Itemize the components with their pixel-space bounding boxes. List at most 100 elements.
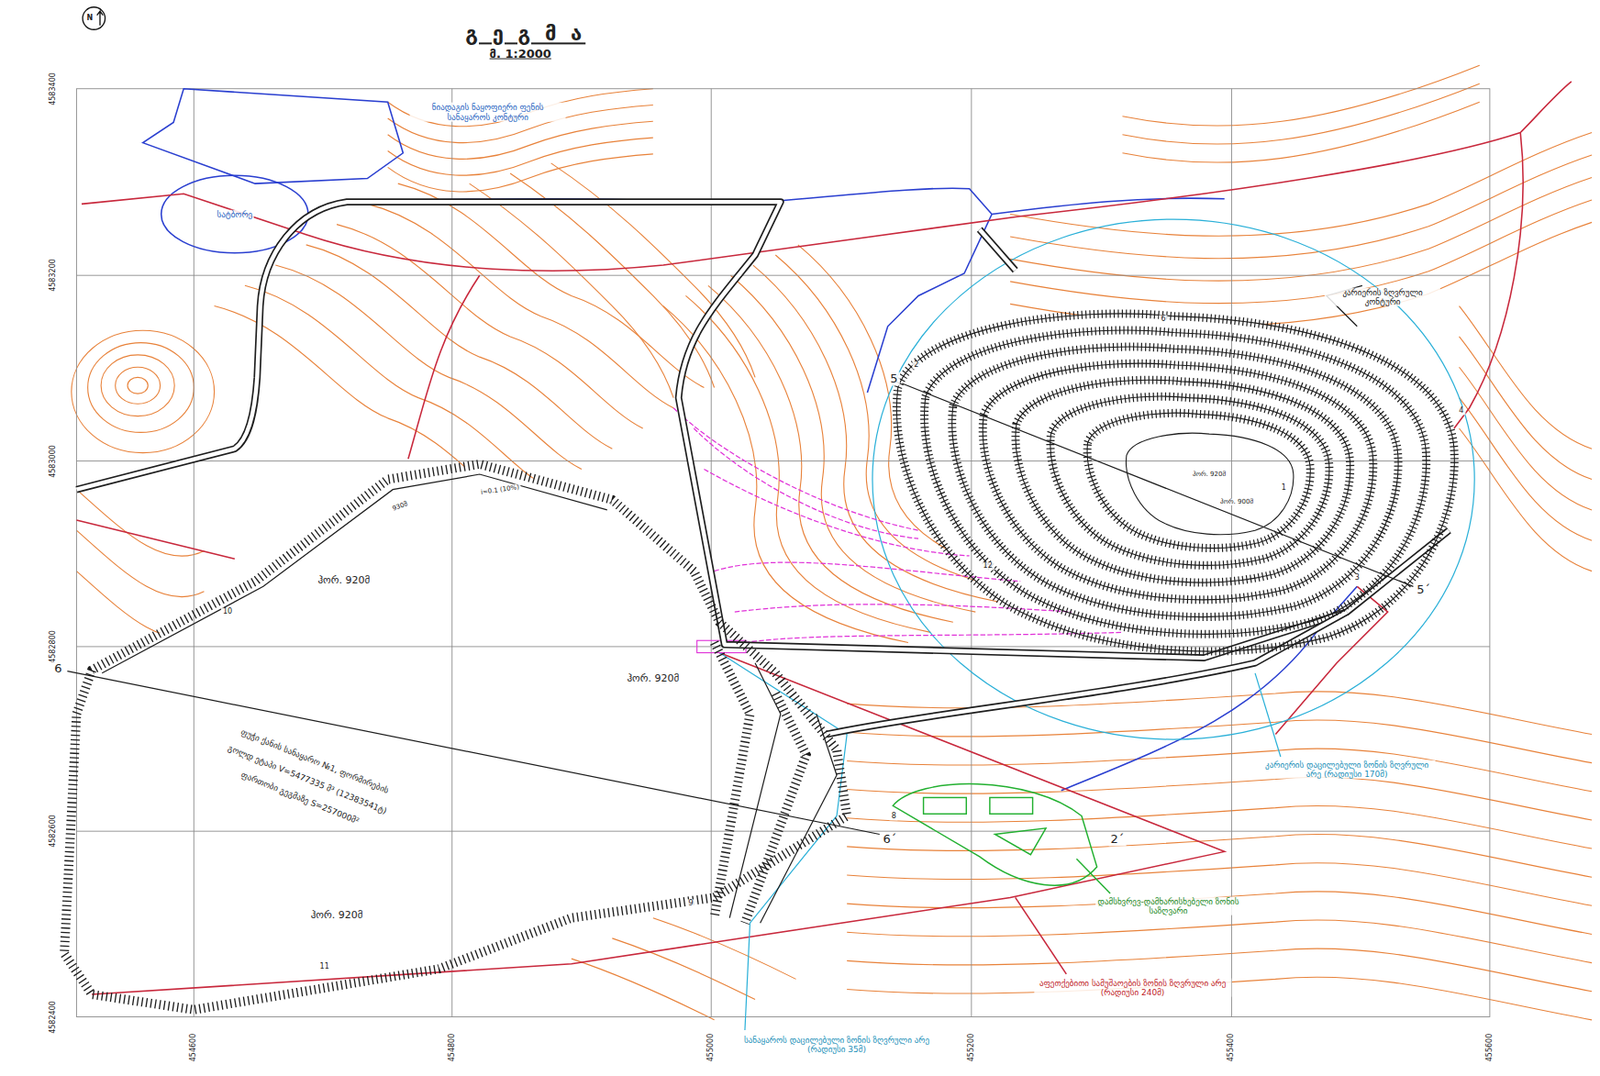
contour-line <box>1010 200 1592 304</box>
grid-coordinate: 455000 <box>707 1032 716 1065</box>
contour-line <box>846 834 1592 878</box>
grid-frame <box>76 88 1489 1018</box>
level-label: ჰორ. 920მ <box>624 672 681 685</box>
contour-line <box>846 748 1592 792</box>
road-line <box>1454 133 1523 429</box>
road-line <box>81 81 1572 271</box>
map-line <box>924 330 1427 634</box>
grid-coordinate: 455400 <box>1227 1032 1236 1065</box>
north-arrow <box>82 7 105 30</box>
contour-line <box>1459 306 1593 450</box>
grid-coordinate: 455600 <box>1485 1032 1494 1065</box>
callout-number: 11 <box>318 963 332 972</box>
callout-number: 2 <box>911 361 921 370</box>
soil-dump-contour <box>143 88 404 184</box>
pond-label: სატბორე <box>214 209 255 219</box>
contour-line <box>398 183 705 388</box>
contour-line <box>1010 133 1592 237</box>
dump-berm <box>101 474 608 674</box>
section-line <box>901 383 1413 587</box>
leader-line <box>1255 673 1281 757</box>
map-line <box>982 363 1374 600</box>
map-line <box>82 7 105 30</box>
dump-exclusion-zone <box>719 653 847 1031</box>
section-label: 2´ <box>1109 833 1127 847</box>
scale-label: მ. 1:2000 <box>488 46 554 61</box>
grade-label: i=0.1 (10%) <box>478 483 523 497</box>
map-line <box>896 313 1455 652</box>
grid-coordinate: 4582400 <box>48 999 57 1036</box>
callout-number: 10 <box>221 608 234 617</box>
grid-coordinate: 4582600 <box>48 813 57 851</box>
section-lines <box>66 285 1413 834</box>
map-line <box>979 229 1016 270</box>
contour-line <box>685 295 931 633</box>
callout-number: 1 <box>1279 483 1289 492</box>
stockpile <box>994 828 1046 856</box>
zone-note: სანაყაროს დაცილებული ზონის ზღვრული არე (… <box>737 1035 935 1056</box>
level-label: ჰორ. 920მ <box>315 575 372 588</box>
section-line <box>66 671 879 835</box>
road-line <box>1275 586 1388 734</box>
contour-line <box>1459 428 1593 572</box>
level-label: ჰორ. 920მ <box>309 909 366 922</box>
blast-zone-line <box>91 653 1225 995</box>
map-line <box>1050 396 1330 566</box>
boundary-lines <box>76 81 1571 1031</box>
contour-line <box>846 720 1592 764</box>
dump-slope <box>744 693 807 923</box>
contour-line <box>388 121 654 159</box>
dump-slopes <box>64 464 847 1011</box>
section-label: 6´ <box>880 833 899 847</box>
elevation-label: 930მ <box>389 499 412 513</box>
level-label: ჰორ. 920მ <box>1190 470 1228 478</box>
contour-line <box>846 920 1592 964</box>
grid-coordinate: 454800 <box>447 1032 456 1065</box>
contour-line <box>100 355 175 417</box>
contour-line <box>1122 83 1479 145</box>
zone-note: აფეთქებითი სამუშაოების ზონის ზღვრული არე… <box>1033 977 1232 998</box>
callout-number: 8 <box>889 811 899 821</box>
callout-number: 3 <box>1353 573 1362 582</box>
contour-line <box>388 137 654 176</box>
contour-line <box>127 377 148 394</box>
contour-line <box>115 366 161 404</box>
contour-line <box>388 88 654 127</box>
callout-number: 9 <box>686 900 695 909</box>
map-line <box>1087 412 1311 548</box>
contour-line <box>388 154 654 192</box>
level-label: ჰორ. 900მ <box>1218 498 1256 506</box>
zone-note: დამსხვრევ-დამხარისხებელი ზონის საზღვარი <box>1095 896 1243 916</box>
map-line <box>1087 412 1311 548</box>
contour-line <box>1010 177 1592 281</box>
contour-line <box>1459 398 1593 542</box>
leader-line <box>1076 858 1111 894</box>
contour-line <box>244 285 552 489</box>
contour-line <box>366 203 674 408</box>
map-line <box>952 346 1399 617</box>
contour-line <box>571 958 715 1021</box>
grid-coordinate: 4583000 <box>48 443 57 480</box>
contour-line <box>88 343 195 434</box>
leader-line <box>1015 897 1067 974</box>
callout-number: 12 <box>981 562 995 571</box>
map-line <box>1125 433 1293 534</box>
contour-line <box>846 805 1592 849</box>
map-title: გ ე გ მ ა <box>463 22 588 45</box>
zone-note: კარიერის დაცილებული ზონის ზღვრული არე (რ… <box>1258 759 1436 779</box>
contour-line <box>469 183 674 398</box>
zone-note: ნიადაგის ნაყოფიერი ფენის სანაყაროს კონტუ… <box>409 102 567 123</box>
grid-coordinate: 4583200 <box>48 256 57 294</box>
grid-coordinate: 454600 <box>189 1032 199 1065</box>
contour-line <box>71 330 215 453</box>
grid-coordinate: 4583400 <box>48 70 57 108</box>
contour-line <box>1459 336 1593 480</box>
map-line <box>979 229 1016 270</box>
map-line <box>952 346 1399 617</box>
map-line <box>924 330 1427 634</box>
grid <box>76 88 1489 1018</box>
dump-slope <box>714 642 751 918</box>
dump-slope <box>64 464 847 1011</box>
contour-line <box>846 891 1592 935</box>
